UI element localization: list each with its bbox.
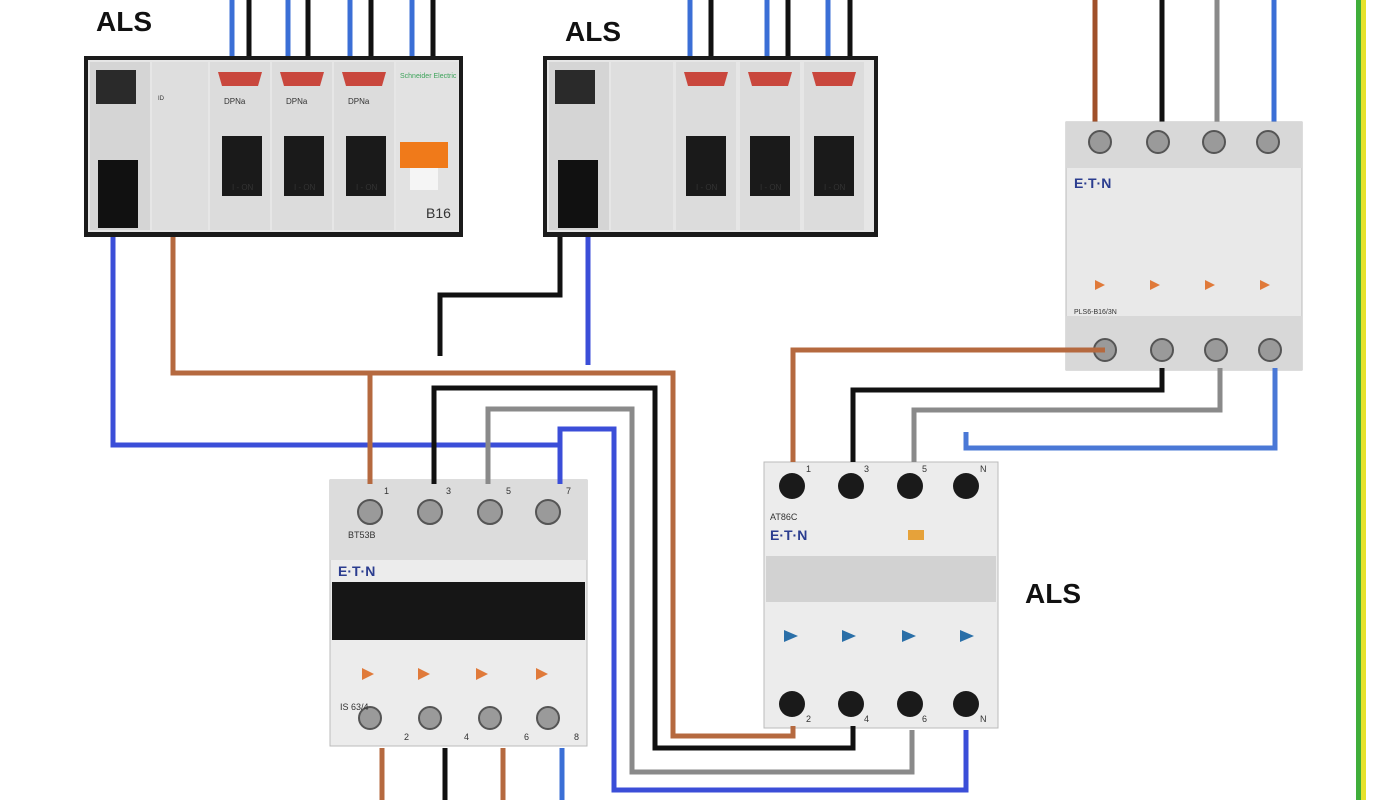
orange-toggle: [400, 142, 448, 168]
terminal-label: 2: [806, 714, 811, 724]
module-label: DPNa: [348, 97, 370, 106]
rating-label: B16: [426, 205, 451, 221]
eaton-logo: E·T·N: [338, 563, 375, 579]
als-label-right: ALS: [1025, 578, 1081, 609]
bottom-rcd: 1 3 5 N 2 4 6 N AT86C E·T·N: [763, 461, 999, 729]
terminal-label: 1: [806, 464, 811, 474]
terminal-label: 2: [404, 732, 409, 742]
handle-text: I - ON: [760, 183, 782, 192]
top-left-dpn-breakers: I - ON I - ON I - ON DPNa DPNa DPNa: [210, 62, 394, 230]
schneider-logo: Schneider Electric: [400, 73, 457, 80]
handle-text: I - ON: [232, 183, 254, 192]
terminal-label: 1: [384, 486, 389, 496]
terminal-label: N: [980, 714, 987, 724]
als-label-top-middle: ALS: [565, 16, 621, 47]
terminal-label: 8: [574, 732, 579, 742]
model-label: IS 63/4: [340, 702, 369, 712]
earth-wire: [1356, 0, 1366, 800]
top-left-panel: ID I - ON I - ON I - ON DPNa DPNa DPNa B…: [84, 0, 463, 237]
top-middle-incoming-wires: [687, 0, 853, 62]
terminal-label: 4: [464, 732, 469, 742]
terminal-label: 5: [922, 464, 927, 474]
handle-text: I - ON: [696, 183, 718, 192]
interconnect-wires: [110, 237, 1278, 800]
model-label: BT53B: [348, 530, 376, 540]
top-right-incoming-wires: [1092, 0, 1277, 128]
module-label: DPNa: [224, 97, 246, 106]
top-middle-dpn-breakers: I - ON I - ON I - ON: [676, 62, 864, 230]
terminal-label: 5: [506, 486, 511, 496]
top-left-incoming-wires: [229, 0, 436, 62]
module-label: DPNa: [286, 97, 308, 106]
terminal-label: 6: [524, 732, 529, 742]
svg-text:ID: ID: [158, 96, 165, 102]
model-label: PLS6-B16/3N: [1074, 309, 1117, 316]
terminal-label: 7: [566, 486, 571, 496]
top-middle-panel: I - ON I - ON I - ON: [543, 0, 878, 237]
switch-handles: [332, 582, 585, 640]
terminal-label: N: [980, 464, 987, 474]
bottom-switch: 1 3 5 7 2 4 6 8 BT53B IS 63/4 E·T·N: [329, 479, 588, 747]
top-right-breaker: E·T·N PLS6-B16/3N: [1065, 0, 1303, 371]
handle-text: I - ON: [356, 183, 378, 192]
handle-text: I - ON: [294, 183, 316, 192]
terminal-label: 4: [864, 714, 869, 724]
eaton-logo: E·T·N: [1074, 175, 1111, 191]
handle-text: I - ON: [824, 183, 846, 192]
test-button: [908, 530, 924, 540]
model-label: AT86C: [770, 512, 798, 522]
eaton-logo: E·T·N: [770, 527, 807, 543]
als-label-top-left: ALS: [96, 6, 152, 37]
terminal-label: 3: [864, 464, 869, 474]
terminal-label: 6: [922, 714, 927, 724]
terminal-label: 3: [446, 486, 451, 496]
